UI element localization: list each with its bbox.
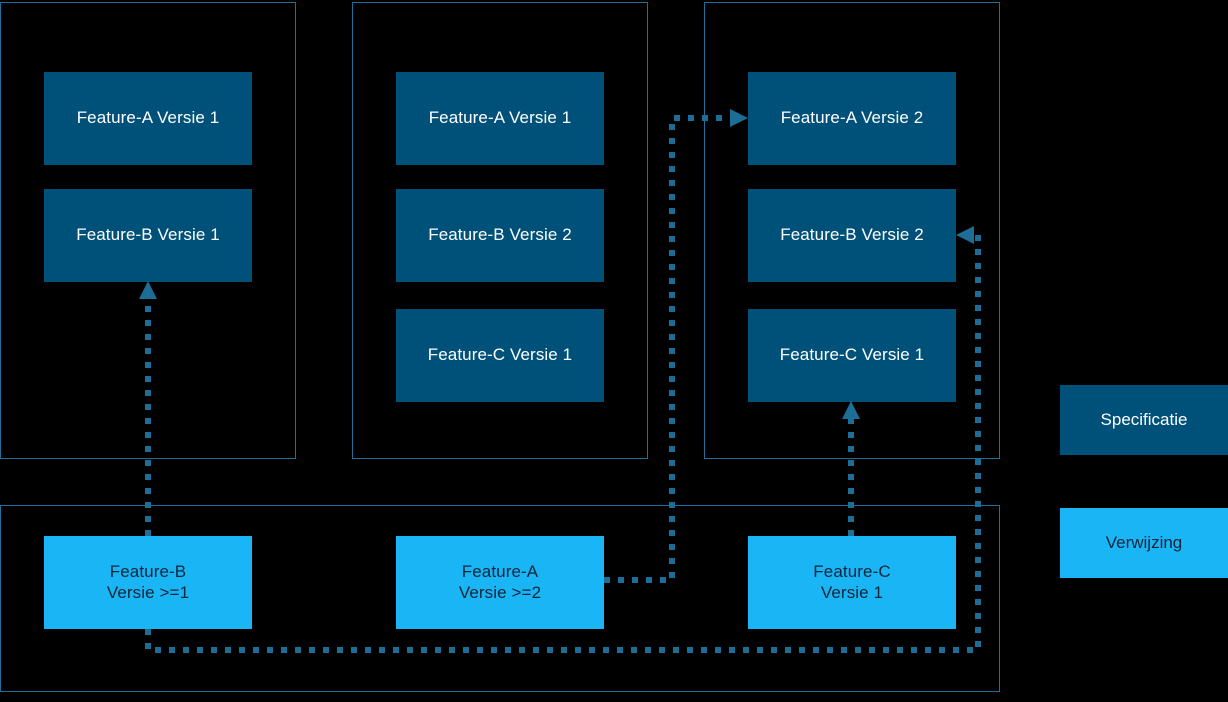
- node-feature-b-versie-1-g1[interactable]: Feature-B Versie 1: [44, 189, 252, 282]
- node-feature-b-versie-2-g2[interactable]: Feature-B Versie 2: [396, 189, 604, 282]
- legend-item-specificatie: Specificatie: [1060, 385, 1228, 455]
- node-ref-feature-c-versie-1[interactable]: Feature-C Versie 1: [748, 536, 956, 629]
- node-ref-feature-b-versie-ge-1[interactable]: Feature-B Versie >=1: [44, 536, 252, 629]
- node-feature-c-versie-1-g3[interactable]: Feature-C Versie 1: [748, 309, 956, 402]
- node-feature-a-versie-2-g3[interactable]: Feature-A Versie 2: [748, 72, 956, 165]
- node-feature-b-versie-2-g3[interactable]: Feature-B Versie 2: [748, 189, 956, 282]
- node-ref-feature-a-versie-ge-2[interactable]: Feature-A Versie >=2: [396, 536, 604, 629]
- legend-item-verwijzing: Verwijzing: [1060, 508, 1228, 578]
- node-feature-a-versie-1-g2[interactable]: Feature-A Versie 1: [396, 72, 604, 165]
- node-feature-a-versie-1-g1[interactable]: Feature-A Versie 1: [44, 72, 252, 165]
- node-feature-c-versie-1-g2[interactable]: Feature-C Versie 1: [396, 309, 604, 402]
